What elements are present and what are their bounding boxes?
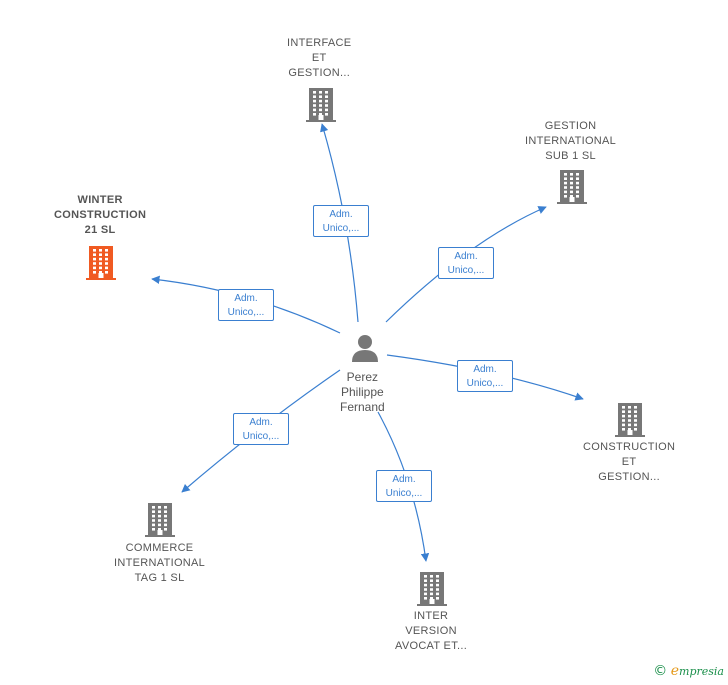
label-line: Adm. [473,364,497,375]
company-label-construction[interactable]: CONSTRUCTION ET GESTION... [583,440,675,485]
label-line: INTERNATIONAL [525,135,617,147]
label-line: Unico,... [385,488,423,499]
building-icon [145,503,175,537]
building-icon [306,88,336,122]
edge-label-commerce[interactable]: Adm. Unico,... [233,413,289,445]
label-line: Unico,... [322,223,360,234]
label-line: COMMERCE [125,542,194,554]
label-line: CONSTRUCTION [583,441,676,453]
brand-initial: e [670,663,680,679]
building-icon [417,572,447,606]
label-line: Adm. [454,251,478,262]
company-label-inter-version[interactable]: INTER VERSION AVOCAT ET... [395,609,467,654]
label-line: Unico,... [466,378,504,389]
label-line: Adm. [392,474,416,485]
label-line: 21 SL [84,224,116,236]
label-line: VERSION [405,625,457,637]
company-label-winter[interactable]: WINTER CONSTRUCTION 21 SL [54,193,146,238]
label-line: SUB 1 SL [545,150,596,162]
company-label-interface[interactable]: INTERFACE ET GESTION... [287,36,351,81]
label-line: GESTION... [598,471,660,483]
label-line: GESTION [544,120,597,132]
label-line: WINTER [77,194,123,206]
company-label-gestion-international[interactable]: GESTION INTERNATIONAL SUB 1 SL [525,119,616,164]
edge-label-interface[interactable]: Adm. Unico,... [313,205,369,237]
label-line: Unico,... [242,431,280,442]
label-line: Unico,... [227,307,265,318]
label-line: ET [311,52,327,64]
copyright-icon: © [653,663,668,679]
brand-name: mpresia [679,665,724,678]
label-line: Unico,... [447,265,485,276]
label-line: GESTION... [288,67,351,79]
edge-label-gestion-international[interactable]: Adm. Unico,... [438,247,494,279]
label-line: Adm. [234,293,258,304]
label-line: INTERFACE [287,37,352,49]
label-line: AVOCAT ET... [395,640,468,652]
label-line: CONSTRUCTION [54,209,147,221]
building-icon [557,170,587,204]
label-line: Adm. [249,417,273,428]
label-line: ET [621,456,637,468]
label-line: Philippe [341,385,384,399]
building-icon [86,246,116,280]
label-line: INTER [413,610,449,622]
person-icon [352,335,378,362]
edge-label-winter[interactable]: Adm. Unico,... [218,289,274,321]
label-line: Fernand [340,400,385,414]
label-line: Perez [346,370,379,384]
company-label-commerce[interactable]: COMMERCE INTERNATIONAL TAG 1 SL [114,541,205,586]
label-line: INTERNATIONAL [114,557,206,569]
label-line: TAG 1 SL [134,572,185,584]
brand-footer: © empresia [653,663,724,679]
label-line: Adm. [329,209,353,220]
edge-label-construction[interactable]: Adm. Unico,... [457,360,513,392]
building-icon [615,403,645,437]
edge-label-inter-version[interactable]: Adm. Unico,... [376,470,432,502]
